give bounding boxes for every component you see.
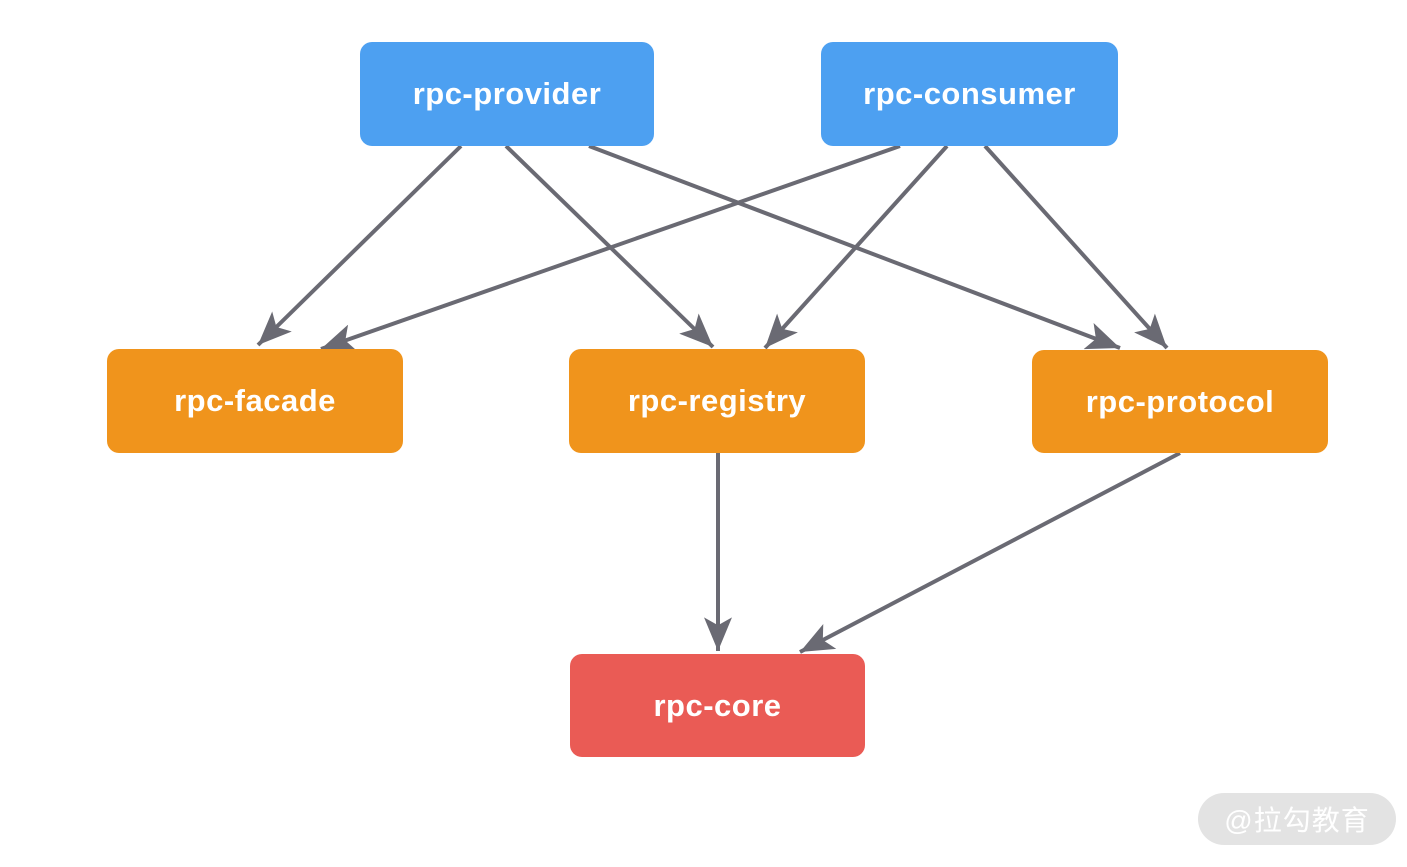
edge-rpc-consumer-to-rpc-facade <box>320 144 901 352</box>
node-rpc-registry: rpc-registry <box>569 349 865 453</box>
node-rpc-core: rpc-core <box>570 654 865 757</box>
node-rpc-facade: rpc-facade <box>107 349 403 453</box>
node-rpc-core-label: rpc-core <box>653 687 782 723</box>
node-rpc-protocol: rpc-protocol <box>1032 350 1328 453</box>
edge-rpc-consumer-to-rpc-protocol <box>983 144 1169 350</box>
node-rpc-provider-label: rpc-provider <box>412 76 602 111</box>
edge-rpc-provider-to-rpc-facade <box>256 144 463 347</box>
node-rpc-consumer-label: rpc-consumer <box>863 76 1076 111</box>
node-rpc-consumer: rpc-consumer <box>821 42 1118 146</box>
node-rpc-facade-label: rpc-facade <box>174 383 336 418</box>
watermark-text: @拉勾教育 <box>1224 805 1370 836</box>
node-rpc-provider: rpc-provider <box>360 42 654 146</box>
edge-rpc-protocol-to-rpc-core <box>799 451 1181 654</box>
edge-rpc-provider-to-rpc-protocol <box>588 144 1121 350</box>
node-rpc-registry-label: rpc-registry <box>627 383 807 418</box>
node-rpc-protocol-label: rpc-protocol <box>1085 383 1275 419</box>
edge-rpc-consumer-to-rpc-registry <box>763 144 949 350</box>
watermark-badge: @拉勾教育 <box>1198 793 1396 845</box>
edge-rpc-provider-to-rpc-registry <box>504 144 715 349</box>
